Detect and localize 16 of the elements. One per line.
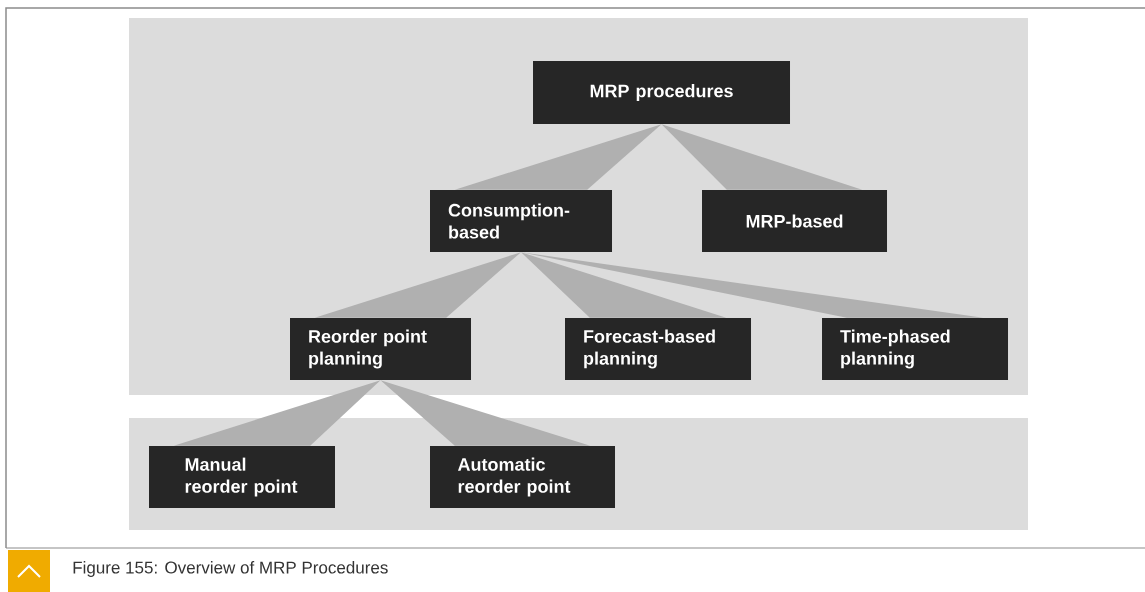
connector-wedge: [380, 380, 591, 446]
connector-wedge: [521, 252, 984, 318]
process-box: Consumption-based: [430, 190, 612, 252]
process-box: Time-phased planning: [822, 318, 1008, 380]
process-box: Automatic reorder point: [430, 446, 615, 508]
process-box: MRP-based: [702, 190, 887, 252]
process-box: Reorder point planning: [290, 318, 471, 380]
connector-wedge: [454, 124, 662, 190]
figure-caption: Figure 155: Overview of MRP Procedures: [73, 561, 388, 577]
process-box: Forecast-based planning: [565, 318, 751, 380]
process-box: Manual reorder point: [149, 446, 335, 508]
process-box: MRP procedures: [533, 61, 790, 124]
connector-wedge: [173, 380, 381, 446]
connector-wedge: [661, 124, 863, 190]
connector-wedge: [521, 252, 727, 318]
connector-wedge: [314, 252, 521, 318]
